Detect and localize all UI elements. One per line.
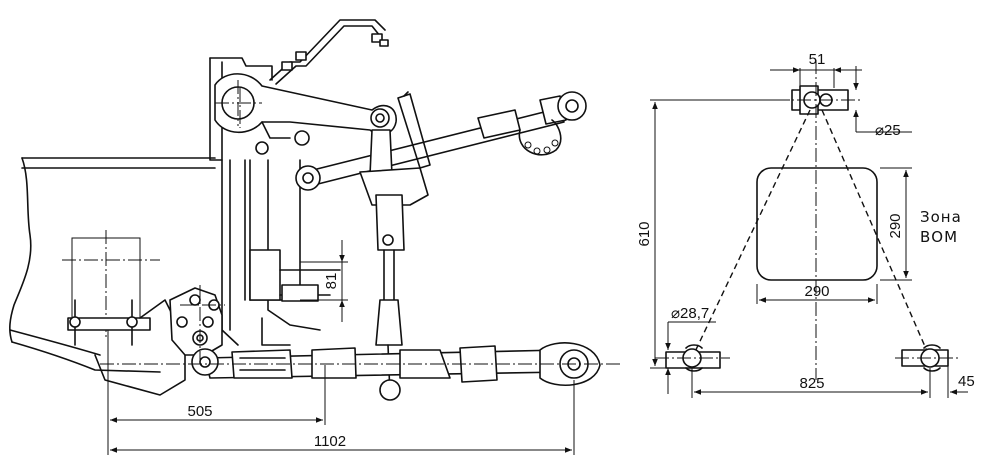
dim-290-vertical: 290 [887,213,904,238]
top-spring-arm [269,19,389,85]
pto-label-line1: Зона [920,208,962,226]
dim-d25: ⌀25 [875,122,901,139]
upper-lift-arm [214,73,397,155]
pto-label-line2: ВОМ [920,228,958,246]
dim-610: 610 [636,221,653,246]
side-view [9,19,620,401]
lower-right-pin [895,344,960,372]
rear-view [655,60,960,380]
dim-1102: 1102 [314,433,346,450]
dim-45: 45 [958,373,975,390]
dim-505: 505 [187,403,212,420]
mounting-bracket [62,230,186,396]
lower-link [100,342,620,387]
dim-825: 825 [799,375,824,392]
tractor-body [9,157,216,373]
dim-51: 51 [809,51,826,68]
rear-view-dimensions: 51 ⌀25 610 290 290 ⌀28,7 825 [636,51,975,398]
dim-d28-7: ⌀28,7 [671,305,709,322]
dim-81: 81 [323,273,340,290]
lower-bracket [169,287,223,356]
top-pin [775,60,862,380]
dim-290-horizontal: 290 [804,283,829,300]
rear-housing [209,57,341,346]
side-view-dimensions: 81 505 1102 [107,240,575,455]
pto-zone-label: Зона ВОМ [920,208,962,246]
lower-left-pin [655,344,730,372]
pto-zone [756,167,878,281]
